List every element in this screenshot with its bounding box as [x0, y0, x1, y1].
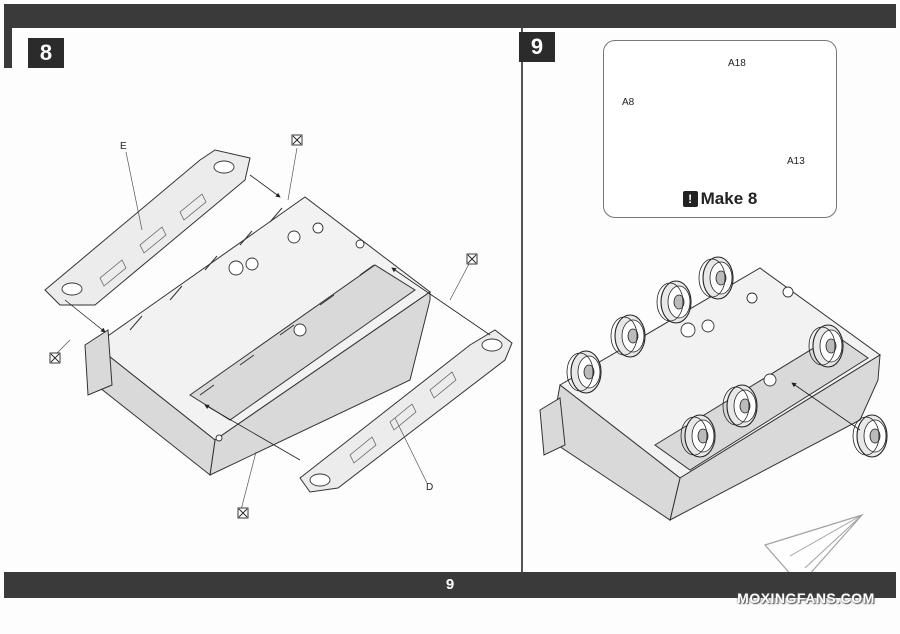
edge-tab [4, 28, 12, 68]
step-8-hull [84, 196, 431, 476]
cement-icon [466, 253, 478, 265]
part-label-a13: A13 [787, 156, 805, 167]
part-e-rail [44, 149, 251, 306]
subassembly-callout: !Make 8 [603, 40, 837, 218]
make-quantity-note: !Make 8 [604, 189, 836, 209]
watermark-plane [763, 513, 864, 586]
watermark-text: MOXINGFANS.COM [737, 590, 875, 606]
part-d-rail [299, 329, 513, 493]
page-divider [521, 28, 523, 572]
cement-icon [237, 507, 249, 519]
exclamation-icon: ! [682, 191, 698, 207]
part-label-d: D [426, 482, 434, 493]
page-number: 9 [445, 576, 455, 593]
part-label-a18: A18 [728, 58, 746, 69]
step-9-badge: 9 [519, 32, 555, 62]
bottom-bar [4, 572, 896, 598]
part-label-a8: A8 [622, 97, 635, 108]
step-9-hull [539, 267, 881, 521]
part-label-e: E [120, 141, 127, 152]
cement-icon [49, 352, 61, 364]
step-8-badge: 8 [28, 38, 64, 68]
top-bar [4, 4, 896, 28]
cement-icon [291, 134, 303, 146]
